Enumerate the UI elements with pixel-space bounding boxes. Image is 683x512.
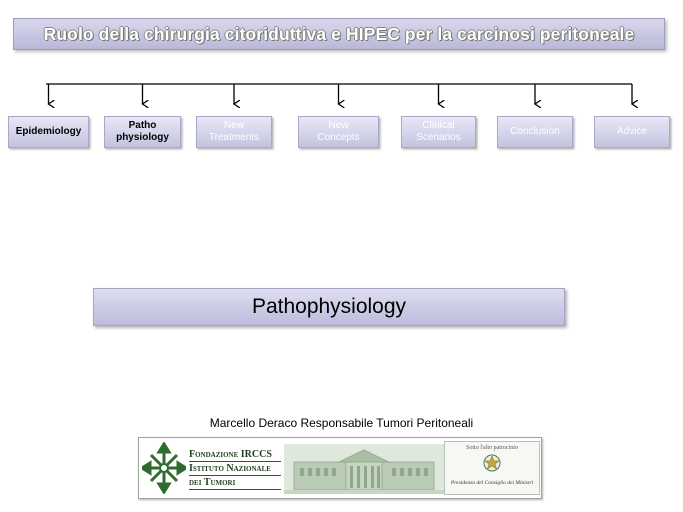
institute-building-image: [284, 444, 444, 494]
slide-title-banner: Ruolo della chirurgia citoriduttiva e HI…: [13, 18, 665, 50]
nav-label-advice: Advice: [616, 126, 647, 137]
institution-line-3: dei Tumori: [189, 476, 281, 490]
nav-label-clinical-scenarios: Clinical Scenarios: [416, 120, 461, 143]
patronage-name: Presidenza del Consiglio dei Ministri: [450, 480, 534, 486]
slide-title: Ruolo della chirurgia citoriduttiva e HI…: [43, 23, 635, 44]
patronage-panel: Sotto l'alto patrocinio Presidenza del C…: [444, 441, 540, 495]
institution-line-1: Fondazione IRCCS: [189, 448, 281, 462]
nav-box-new-concepts[interactable]: New Concepts: [298, 116, 379, 148]
current-section-title: Pathophysiology: [251, 295, 407, 318]
nav-box-conclusion[interactable]: Conclusion: [497, 116, 573, 148]
patronage-label: Sotto l'alto patrocinio: [466, 445, 518, 451]
nav-label-new-concepts: New Concepts: [317, 120, 360, 143]
current-section-box: Pathophysiology: [93, 288, 565, 326]
italian-republic-seal-icon: [483, 454, 501, 472]
institute-emblem-icon: [142, 442, 186, 494]
institution-name: Fondazione IRCCS Istituto Nazionale dei …: [189, 448, 281, 490]
nav-box-new-treatments[interactable]: New Treatments: [196, 116, 272, 148]
nav-label-epidemiology: Epidemiology: [15, 126, 82, 137]
nav-box-epidemiology[interactable]: Epidemiology: [8, 116, 89, 148]
nav-box-clinical-scenarios[interactable]: Clinical Scenarios: [401, 116, 476, 148]
nav-label-conclusion: Conclusion: [510, 126, 560, 137]
nav-label-new-treatments: New Treatments: [208, 120, 260, 143]
institution-line-2: Istituto Nazionale: [189, 462, 281, 476]
author-credit: Marcello Deraco Responsabile Tumori Peri…: [209, 416, 474, 430]
institution-logo-strip: Fondazione IRCCS Istituto Nazionale dei …: [138, 437, 542, 499]
nav-box-advice[interactable]: Advice: [594, 116, 670, 148]
nav-box-pathophysiology[interactable]: Patho physiology: [104, 116, 181, 148]
nav-label-pathophysiology: Patho physiology: [116, 120, 169, 143]
